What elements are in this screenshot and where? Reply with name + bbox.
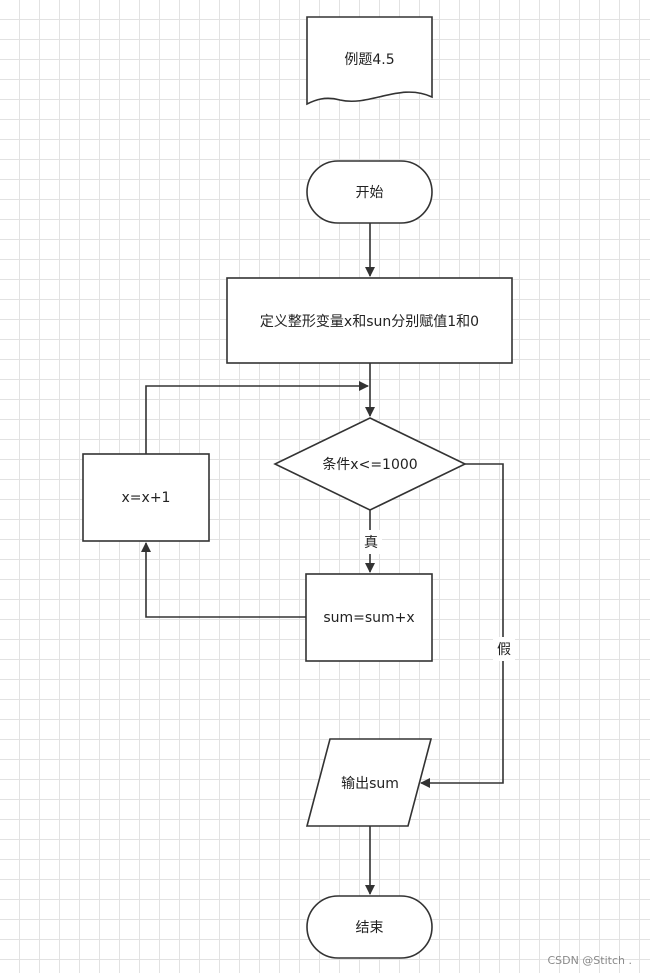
true-label: 真 — [360, 530, 382, 554]
condition-label: 条件x<=1000 — [322, 457, 418, 473]
output-label: 输出sum — [341, 775, 399, 792]
arrow-condition-false-to-output — [420, 463, 504, 788]
body-label: sum=sum+x — [323, 609, 415, 626]
output-parallelogram — [305, 738, 433, 827]
false-label: 假 — [493, 637, 515, 661]
end-terminator — [306, 895, 433, 959]
init-label: 定义整形变量x和sun分别赋值1和0 — [259, 313, 480, 330]
increment-process-box — [82, 453, 210, 542]
document-label: 例题4.5 — [344, 52, 395, 68]
arrow-increment-to-loop — [145, 381, 369, 454]
init-process-box — [226, 277, 513, 364]
start-label: 开始 — [355, 185, 384, 201]
arrow-body-to-increment — [141, 542, 306, 618]
increment-label: x=x+1 — [121, 489, 171, 506]
document-shape — [306, 16, 433, 106]
watermark: CSDN @Stitch . — [547, 954, 632, 967]
end-label: 结束 — [355, 920, 384, 936]
